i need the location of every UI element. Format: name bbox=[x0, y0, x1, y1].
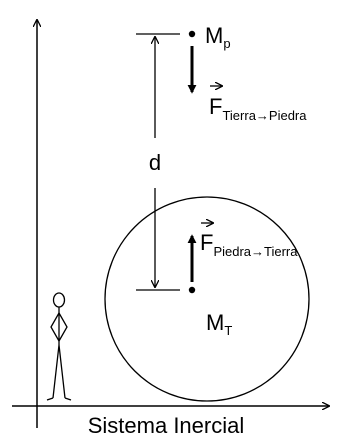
observer-legs bbox=[53, 345, 65, 398]
observer-foot-left bbox=[47, 398, 53, 400]
stone-mass-label: Mp bbox=[205, 23, 231, 51]
stone-dot bbox=[189, 31, 195, 37]
earth-center-dot bbox=[189, 287, 195, 293]
distance-label: d bbox=[149, 150, 161, 175]
force-earth-on-stone-label: FTierra→Piedra bbox=[209, 94, 307, 123]
observer-figure bbox=[47, 293, 71, 400]
force-stone-on-earth-label: FPiedra→Tierra bbox=[200, 230, 298, 259]
earth-circle bbox=[105, 197, 309, 401]
observer-foot-right bbox=[65, 398, 71, 400]
inertial-frame-axes bbox=[12, 20, 329, 428]
observer-head bbox=[54, 293, 65, 307]
inertial-frame-label: Sistema Inercial bbox=[88, 413, 245, 438]
earth-mass-label: MT bbox=[206, 310, 232, 338]
